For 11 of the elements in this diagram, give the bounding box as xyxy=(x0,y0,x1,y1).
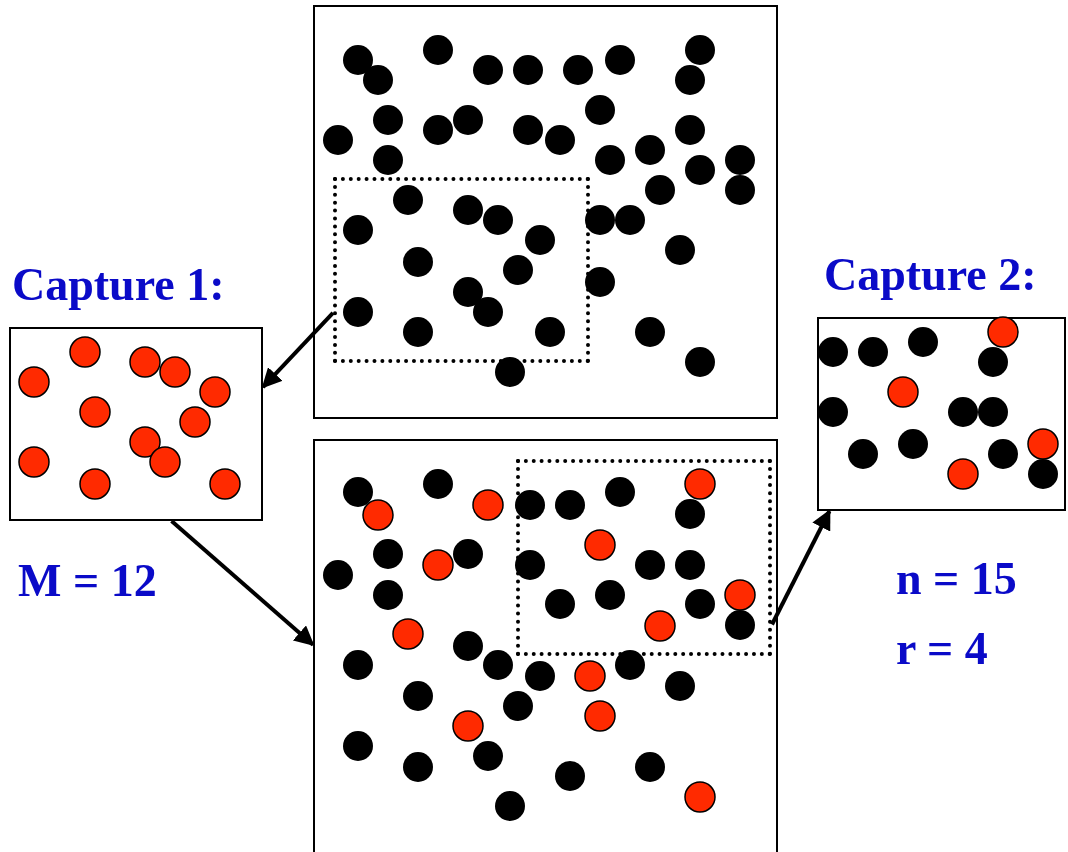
sample-area xyxy=(516,459,772,656)
sample-area xyxy=(333,177,590,363)
count-label: n = 15 xyxy=(896,556,1017,602)
count-label: M = 12 xyxy=(18,558,157,604)
capture-heading: Capture 2: xyxy=(824,252,1037,298)
count-label: r = 4 xyxy=(896,626,988,672)
arrow xyxy=(770,509,832,626)
arrow xyxy=(170,519,315,647)
population-area xyxy=(313,439,778,852)
population-area xyxy=(313,5,778,419)
capture-heading: Capture 1: xyxy=(12,262,225,308)
